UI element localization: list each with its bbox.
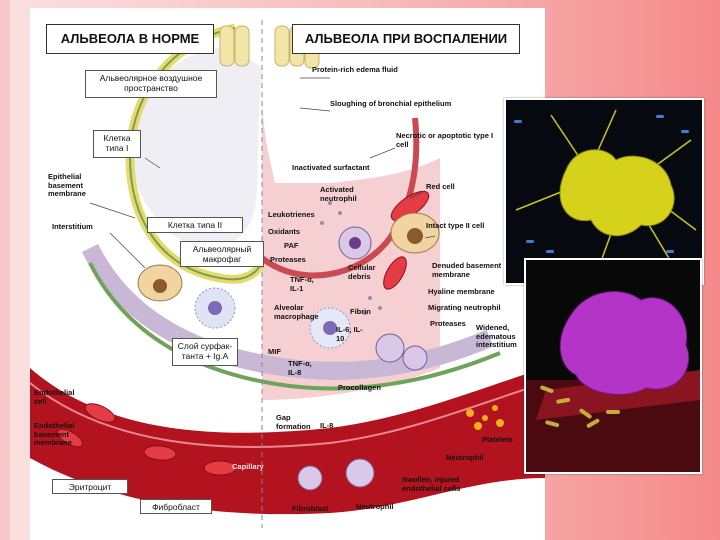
title-inflamed: АЛЬВЕОЛА ПРИ ВОСПАЛЕНИИ <box>292 24 520 54</box>
label-leukotrienes: Leukotrienes <box>268 211 315 220</box>
label-edema-fluid: Protein-rich edema fluid <box>312 66 398 75</box>
label-il6-il10: IL-6, IL-10 <box>336 326 370 343</box>
micrograph-yellow-art <box>506 100 702 283</box>
label-intact-type2: Intact type II cell <box>426 222 484 231</box>
box-type2-cell: Клетка типа II <box>147 217 243 233</box>
label-sloughing: Sloughing of bronchial epithelium <box>330 100 451 109</box>
micrograph-purple-art <box>526 260 700 472</box>
label-fibrin: Fibrin <box>350 308 371 317</box>
label-tnf-il8: TNF-α, IL-8 <box>288 360 322 377</box>
label-migrating-neutrophil: Migrating neutrophil <box>428 304 501 313</box>
label-activated-neutrophil: Activated neutrophil <box>320 186 368 203</box>
title-normal: АЛЬВЕОЛА В НОРМЕ <box>46 24 214 54</box>
label-necrotic: Necrotic or apoptotic type I cell <box>396 132 502 149</box>
label-proteases: Proteases <box>270 256 306 265</box>
micrograph-yellow-cell <box>504 98 704 285</box>
label-alveolar-macrophage: Alveolar macrophage <box>274 304 334 321</box>
alveolus-diagram: АЛЬВЕОЛА В НОРМЕ АЛЬВЕОЛА ПРИ ВОСПАЛЕНИИ… <box>30 8 545 540</box>
label-tnf-il1: TNF-α, IL-1 <box>290 276 324 293</box>
label-endothelial-cell: Endothelial cell <box>34 389 84 406</box>
label-il8: IL-8 <box>320 422 333 431</box>
micrograph-purple-cell <box>524 258 702 474</box>
box-macrophage: Альвеолярный макрофаг <box>180 241 264 267</box>
label-fibroblast-en: Fibroblast <box>292 505 328 514</box>
label-epithelial-bm: Epithelial basement membrane <box>48 173 110 199</box>
label-hyaline: Hyaline membrane <box>428 288 495 297</box>
label-inactivated-surfactant: Inactivated surfactant <box>292 164 370 173</box>
label-proteases-2: Proteases <box>430 320 466 329</box>
label-neutrophil-bottom: Neutrophil <box>356 503 394 512</box>
label-mif: MIF <box>268 348 281 357</box>
box-type1-cell: Клетка типа I <box>93 130 141 158</box>
box-surfactant: Слой сурфак-танта + Ig.A <box>172 338 238 366</box>
label-interstitium: Interstitium <box>52 223 93 232</box>
label-procollagen: Procollagen <box>338 384 381 393</box>
box-erythrocyte: Эритроцит <box>52 479 128 494</box>
label-endothelial-bm: Endothelial basement membrane <box>34 422 90 448</box>
label-gap-formation: Gap formation <box>276 414 316 431</box>
label-denuded-bm: Denuded basement membrane <box>432 262 512 279</box>
label-capillary: Capillary <box>232 463 264 472</box>
label-cellular-debris: Cellular debris <box>348 264 386 281</box>
label-oxidants: Oxidants <box>268 228 300 237</box>
label-paf: PAF <box>284 242 298 251</box>
slide-stripe <box>0 0 10 540</box>
label-red-cell: Red cell <box>426 183 455 192</box>
box-air-space: Альвеолярное воздушное пространство <box>85 70 217 98</box>
label-platelets: Platelets <box>482 436 513 445</box>
label-swollen: Swollen, injured endothelial cells <box>402 476 474 493</box>
label-neutrophil: Neutrophil <box>446 454 484 463</box>
box-fibroblast: Фибробласт <box>140 499 212 514</box>
